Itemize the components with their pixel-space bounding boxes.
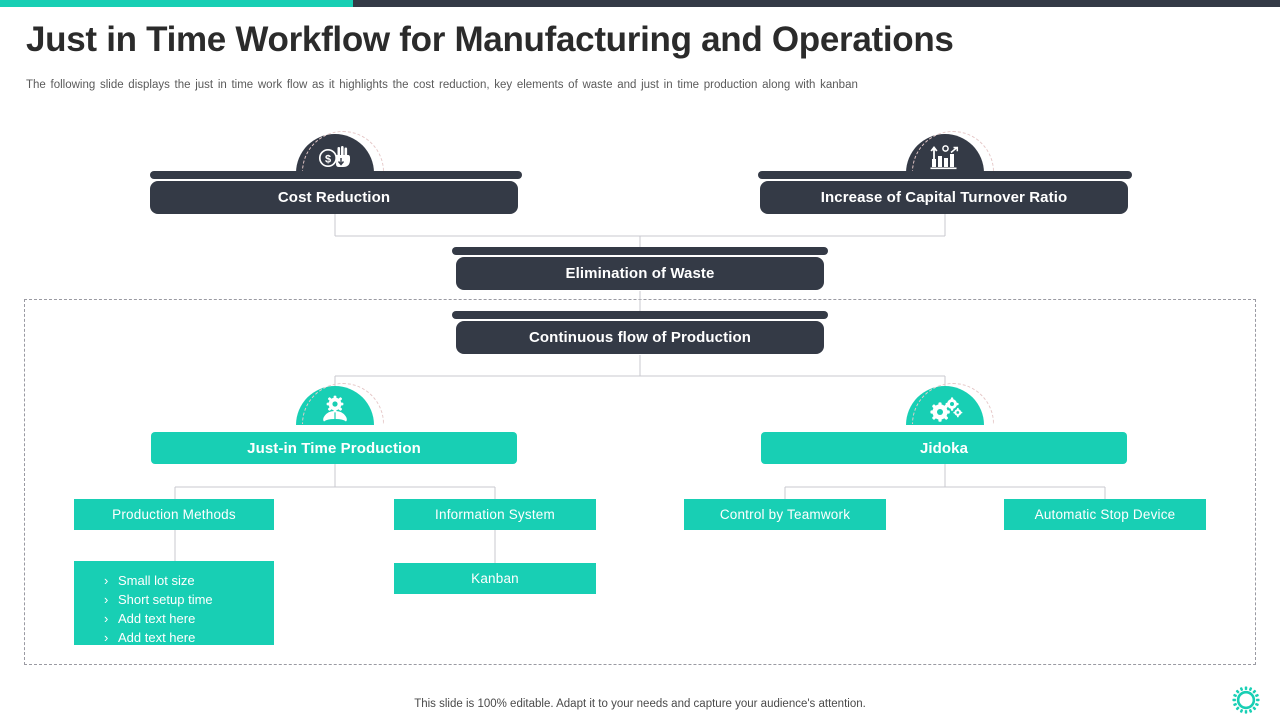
list-item-label: Add text here	[118, 630, 196, 645]
list-item: › Small lot size	[104, 571, 274, 590]
page-title: Just in Time Workflow for Manufacturing …	[26, 20, 954, 59]
node-control-by-teamwork-label: Control by Teamwork	[719, 507, 851, 522]
chevron-right-icon: ›	[104, 630, 109, 645]
node-kanban[interactable]: Kanban	[394, 563, 596, 594]
node-capital-turnover-label: Increase of Capital Turnover Ratio	[820, 189, 1068, 206]
footer-note: This slide is 100% editable. Adapt it to…	[414, 698, 866, 710]
elimination-of-waste-cap	[452, 247, 828, 255]
node-control-by-teamwork[interactable]: Control by Teamwork	[684, 499, 886, 530]
node-capital-turnover[interactable]: Increase of Capital Turnover Ratio	[760, 181, 1128, 214]
node-continuous-flow[interactable]: Continuous flow of Production	[456, 321, 824, 354]
node-elimination-of-waste[interactable]: Elimination of Waste	[456, 257, 824, 290]
node-production-methods-label: Production Methods	[112, 507, 236, 522]
node-automatic-stop-device[interactable]: Automatic Stop Device	[1004, 499, 1206, 530]
node-cost-reduction-label: Cost Reduction	[277, 189, 391, 206]
node-automatic-stop-device-label: Automatic Stop Device	[1034, 507, 1176, 522]
list-item-label: Short setup time	[118, 592, 213, 607]
node-elimination-of-waste-label: Elimination of Waste	[565, 265, 715, 282]
page-subtitle: The following slide displays the just in…	[26, 79, 858, 91]
badge-ring-decor	[302, 131, 384, 172]
node-jidoka[interactable]: Jidoka	[761, 432, 1127, 464]
list-item-label: Small lot size	[118, 573, 195, 588]
badge-ring-decor	[912, 131, 994, 172]
chevron-right-icon: ›	[104, 611, 109, 626]
list-item: › Add text here	[104, 628, 274, 647]
node-jidoka-label: Jidoka	[919, 439, 969, 457]
list-item: › Short setup time	[104, 590, 274, 609]
node-information-system-label: Information System	[435, 507, 555, 522]
capital-turnover-cap	[758, 171, 1132, 179]
node-jit-production-label: Just-in Time Production	[247, 439, 421, 457]
continuous-flow-cap	[452, 311, 828, 319]
list-item: › Add text here	[104, 609, 274, 628]
node-production-methods[interactable]: Production Methods	[74, 499, 274, 530]
cost-reduction-cap	[150, 171, 522, 179]
node-kanban-label: Kanban	[471, 571, 519, 586]
chevron-right-icon: ›	[104, 573, 109, 588]
node-cost-reduction[interactable]: Cost Reduction	[150, 181, 518, 214]
node-jit-production[interactable]: Just-in Time Production	[151, 432, 517, 464]
gear-logo-icon	[1232, 686, 1260, 714]
top-bar-accent	[0, 0, 353, 7]
node-continuous-flow-label: Continuous flow of Production	[528, 329, 752, 346]
chevron-right-icon: ›	[104, 592, 109, 607]
list-item-label: Add text here	[118, 611, 196, 626]
cost-reduction-badge: $	[296, 131, 384, 173]
node-information-system[interactable]: Information System	[394, 499, 596, 530]
production-methods-bullet-list: › Small lot size › Short setup time › Ad…	[74, 561, 274, 645]
top-bar-dark	[0, 0, 1280, 7]
capital-turnover-badge	[906, 131, 994, 173]
